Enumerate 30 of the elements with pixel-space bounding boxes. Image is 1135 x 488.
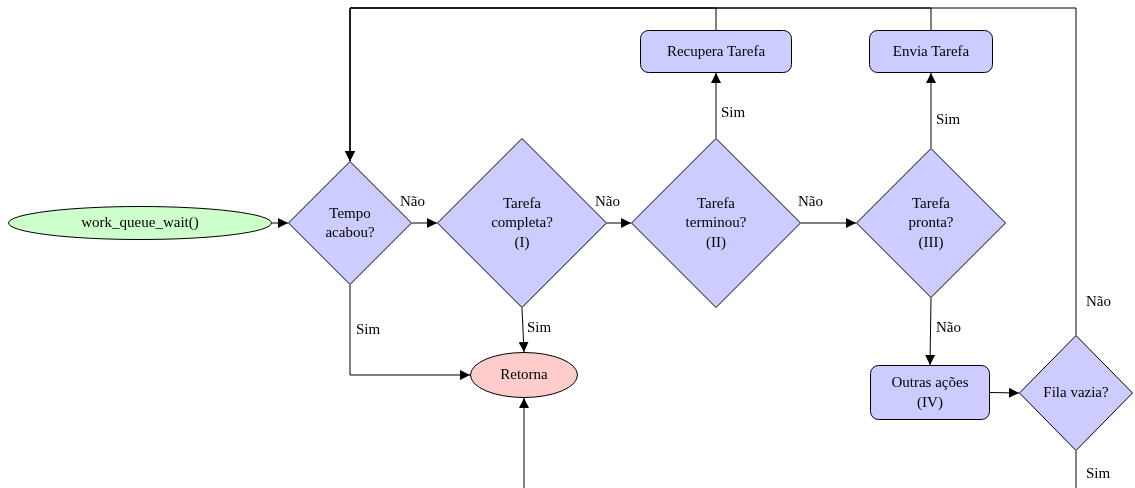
node-text: Tempo acabou?	[324, 203, 376, 242]
node-text: Tarefa terminou? (II)	[684, 193, 748, 252]
decision-diamond	[856, 148, 1006, 298]
arrow	[989, 387, 1020, 398]
process-box	[640, 30, 792, 73]
connector-line	[1075, 450, 1077, 488]
process-box	[869, 30, 993, 73]
node-text: Tarefa pronta? (III)	[907, 193, 955, 252]
arrow	[925, 297, 936, 366]
decision-diamond	[1019, 335, 1133, 451]
terminal-ellipse	[470, 352, 578, 398]
node-text: Envia Tarefa	[891, 41, 971, 61]
node-text: Fila vazia?	[1042, 383, 1110, 403]
terminal-ellipse	[8, 206, 272, 240]
node-text: Outras ações (IV)	[890, 373, 970, 412]
arrow	[345, 7, 1077, 336]
process-box	[870, 365, 990, 420]
arrow	[519, 397, 529, 488]
arrow	[271, 218, 289, 228]
arrow	[606, 218, 632, 228]
arrow	[711, 72, 721, 139]
node-text: Tarefa completa? (I)	[490, 193, 554, 252]
arrow	[349, 284, 471, 380]
node-text: work_queue_wait()	[80, 213, 200, 233]
arrow	[411, 218, 438, 228]
node-text: Retorna	[499, 365, 549, 385]
node-text: Recupera Tarefa	[665, 41, 767, 61]
arrow	[926, 72, 936, 149]
arrow	[800, 218, 857, 228]
arrow	[518, 307, 529, 353]
